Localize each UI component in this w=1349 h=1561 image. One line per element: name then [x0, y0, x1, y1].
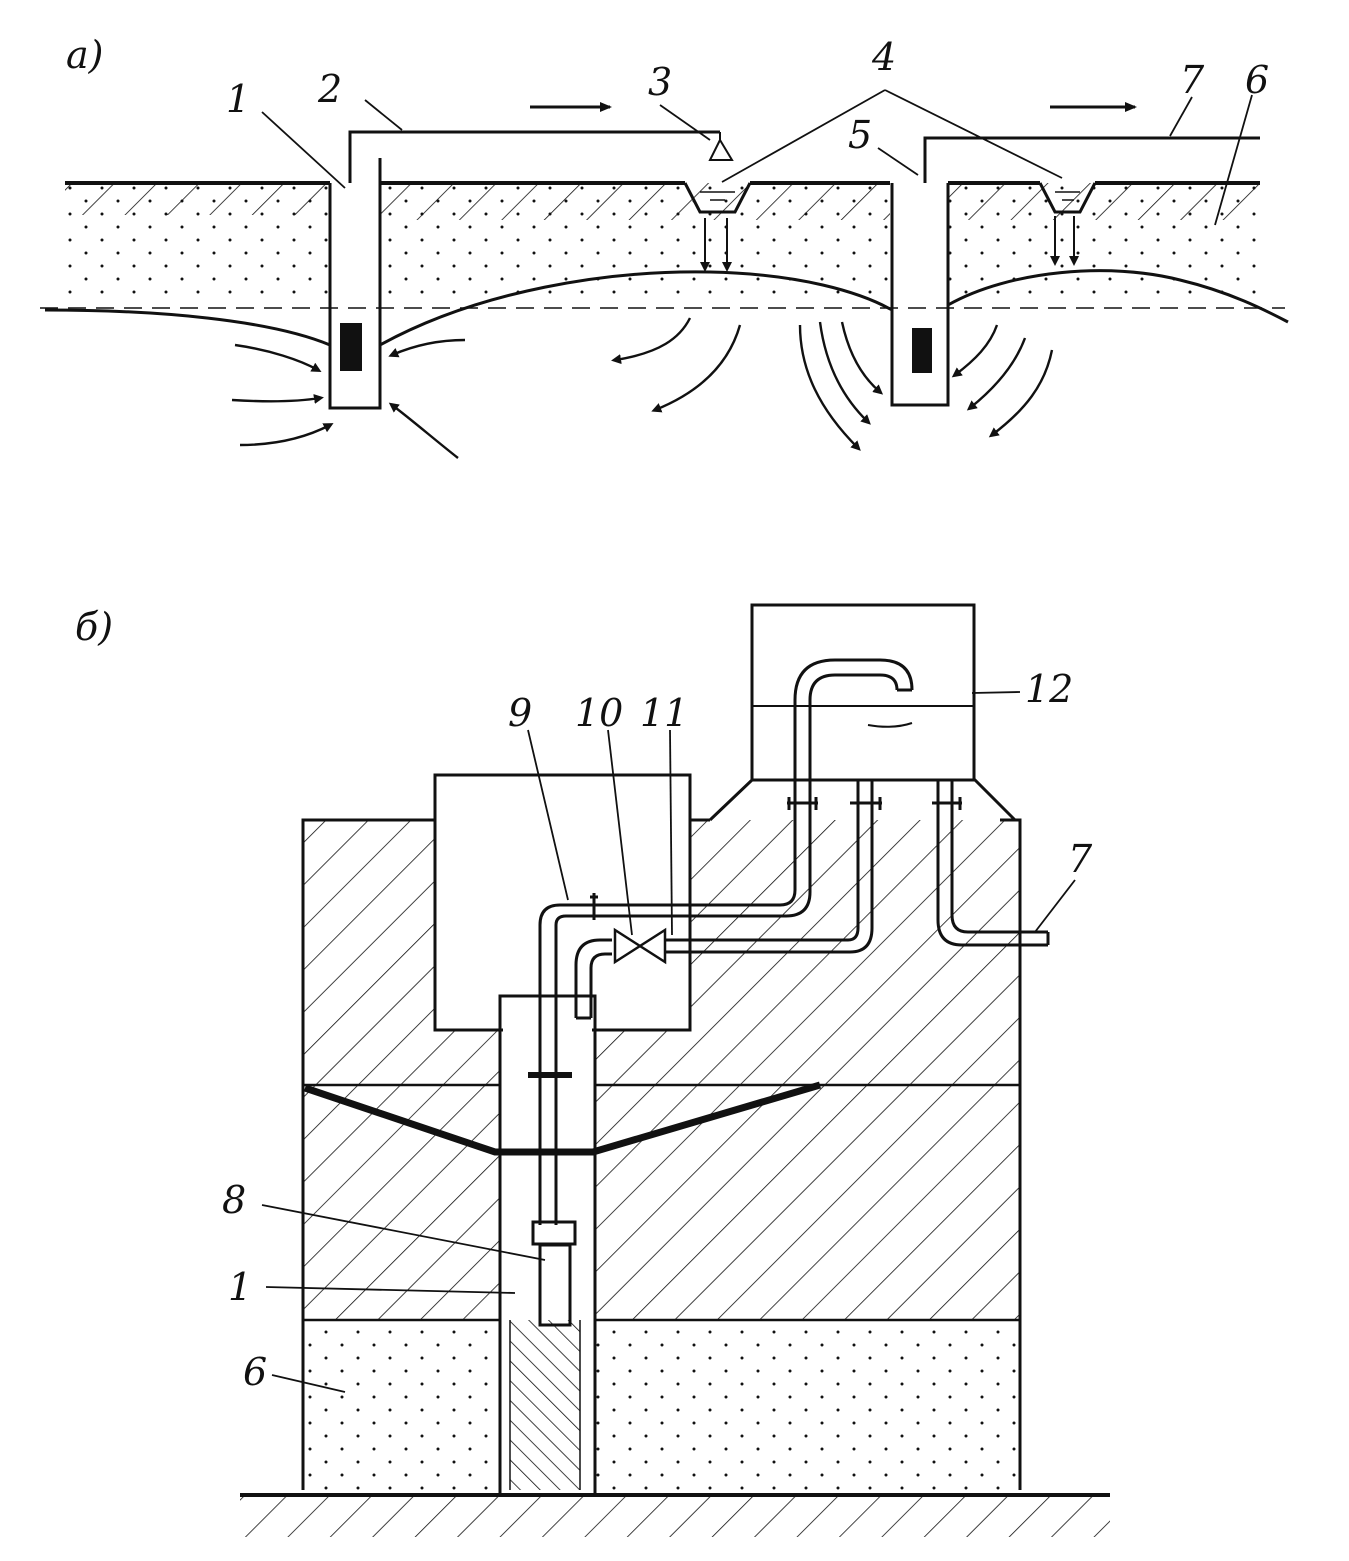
- label-a-6: 6: [1245, 58, 1269, 102]
- pump-1: [340, 323, 362, 371]
- panel-b: б) 1 6 7 8 9 10 11 12: [75, 603, 1110, 1537]
- label-a-2: 2: [317, 67, 342, 111]
- label-b-9: 9: [508, 691, 532, 735]
- infiltration-arrows: [700, 216, 1079, 272]
- label-b-10: 10: [575, 691, 623, 735]
- well-5: [890, 136, 1260, 407]
- panel-b-tag: б): [75, 605, 113, 649]
- valve-icon: [613, 927, 667, 965]
- well-plug: [510, 1320, 580, 1490]
- nozzle-icon: [708, 132, 734, 161]
- ground-base: [240, 1493, 1110, 1537]
- groundwater-flow-arrows: [231, 317, 1054, 459]
- well-shaft: [498, 994, 597, 1495]
- label-a-4: 4: [871, 35, 896, 79]
- water-table-curve: [44, 269, 1289, 347]
- panel-a: а) 1 2 3 4 5 6 7: [40, 33, 1289, 459]
- well-1: [328, 183, 382, 410]
- label-a-1: 1: [226, 77, 250, 121]
- pump-house: [433, 773, 692, 1032]
- infiltration-trench-1: [683, 182, 752, 214]
- label-b-11: 11: [640, 691, 688, 735]
- depression-cone: [303, 1081, 821, 1156]
- label-b-7: 7: [1068, 837, 1093, 881]
- label-b-1: 1: [228, 1265, 252, 1309]
- label-b-8: 8: [222, 1178, 246, 1222]
- label-a-5: 5: [848, 113, 872, 157]
- soil-layer: [65, 181, 1260, 300]
- panel-a-tag: а): [66, 33, 103, 77]
- pipe-network: [574, 658, 1050, 1020]
- label-b-6: 6: [243, 1350, 267, 1394]
- label-a-7: 7: [1180, 58, 1205, 102]
- tank-12: [708, 603, 1017, 822]
- leader-lines-a: [261, 89, 1253, 226]
- ground-block: [301, 818, 1022, 1490]
- label-b-12: 12: [1025, 667, 1073, 711]
- label-a-3: 3: [648, 60, 672, 104]
- pipe-2: [348, 130, 734, 183]
- leader-lines-b: [261, 691, 1076, 1393]
- pump-8: [538, 1243, 572, 1327]
- pump-2: [912, 328, 932, 373]
- infiltration-trench-2: [1038, 182, 1097, 214]
- riser-pipe: [528, 903, 580, 1327]
